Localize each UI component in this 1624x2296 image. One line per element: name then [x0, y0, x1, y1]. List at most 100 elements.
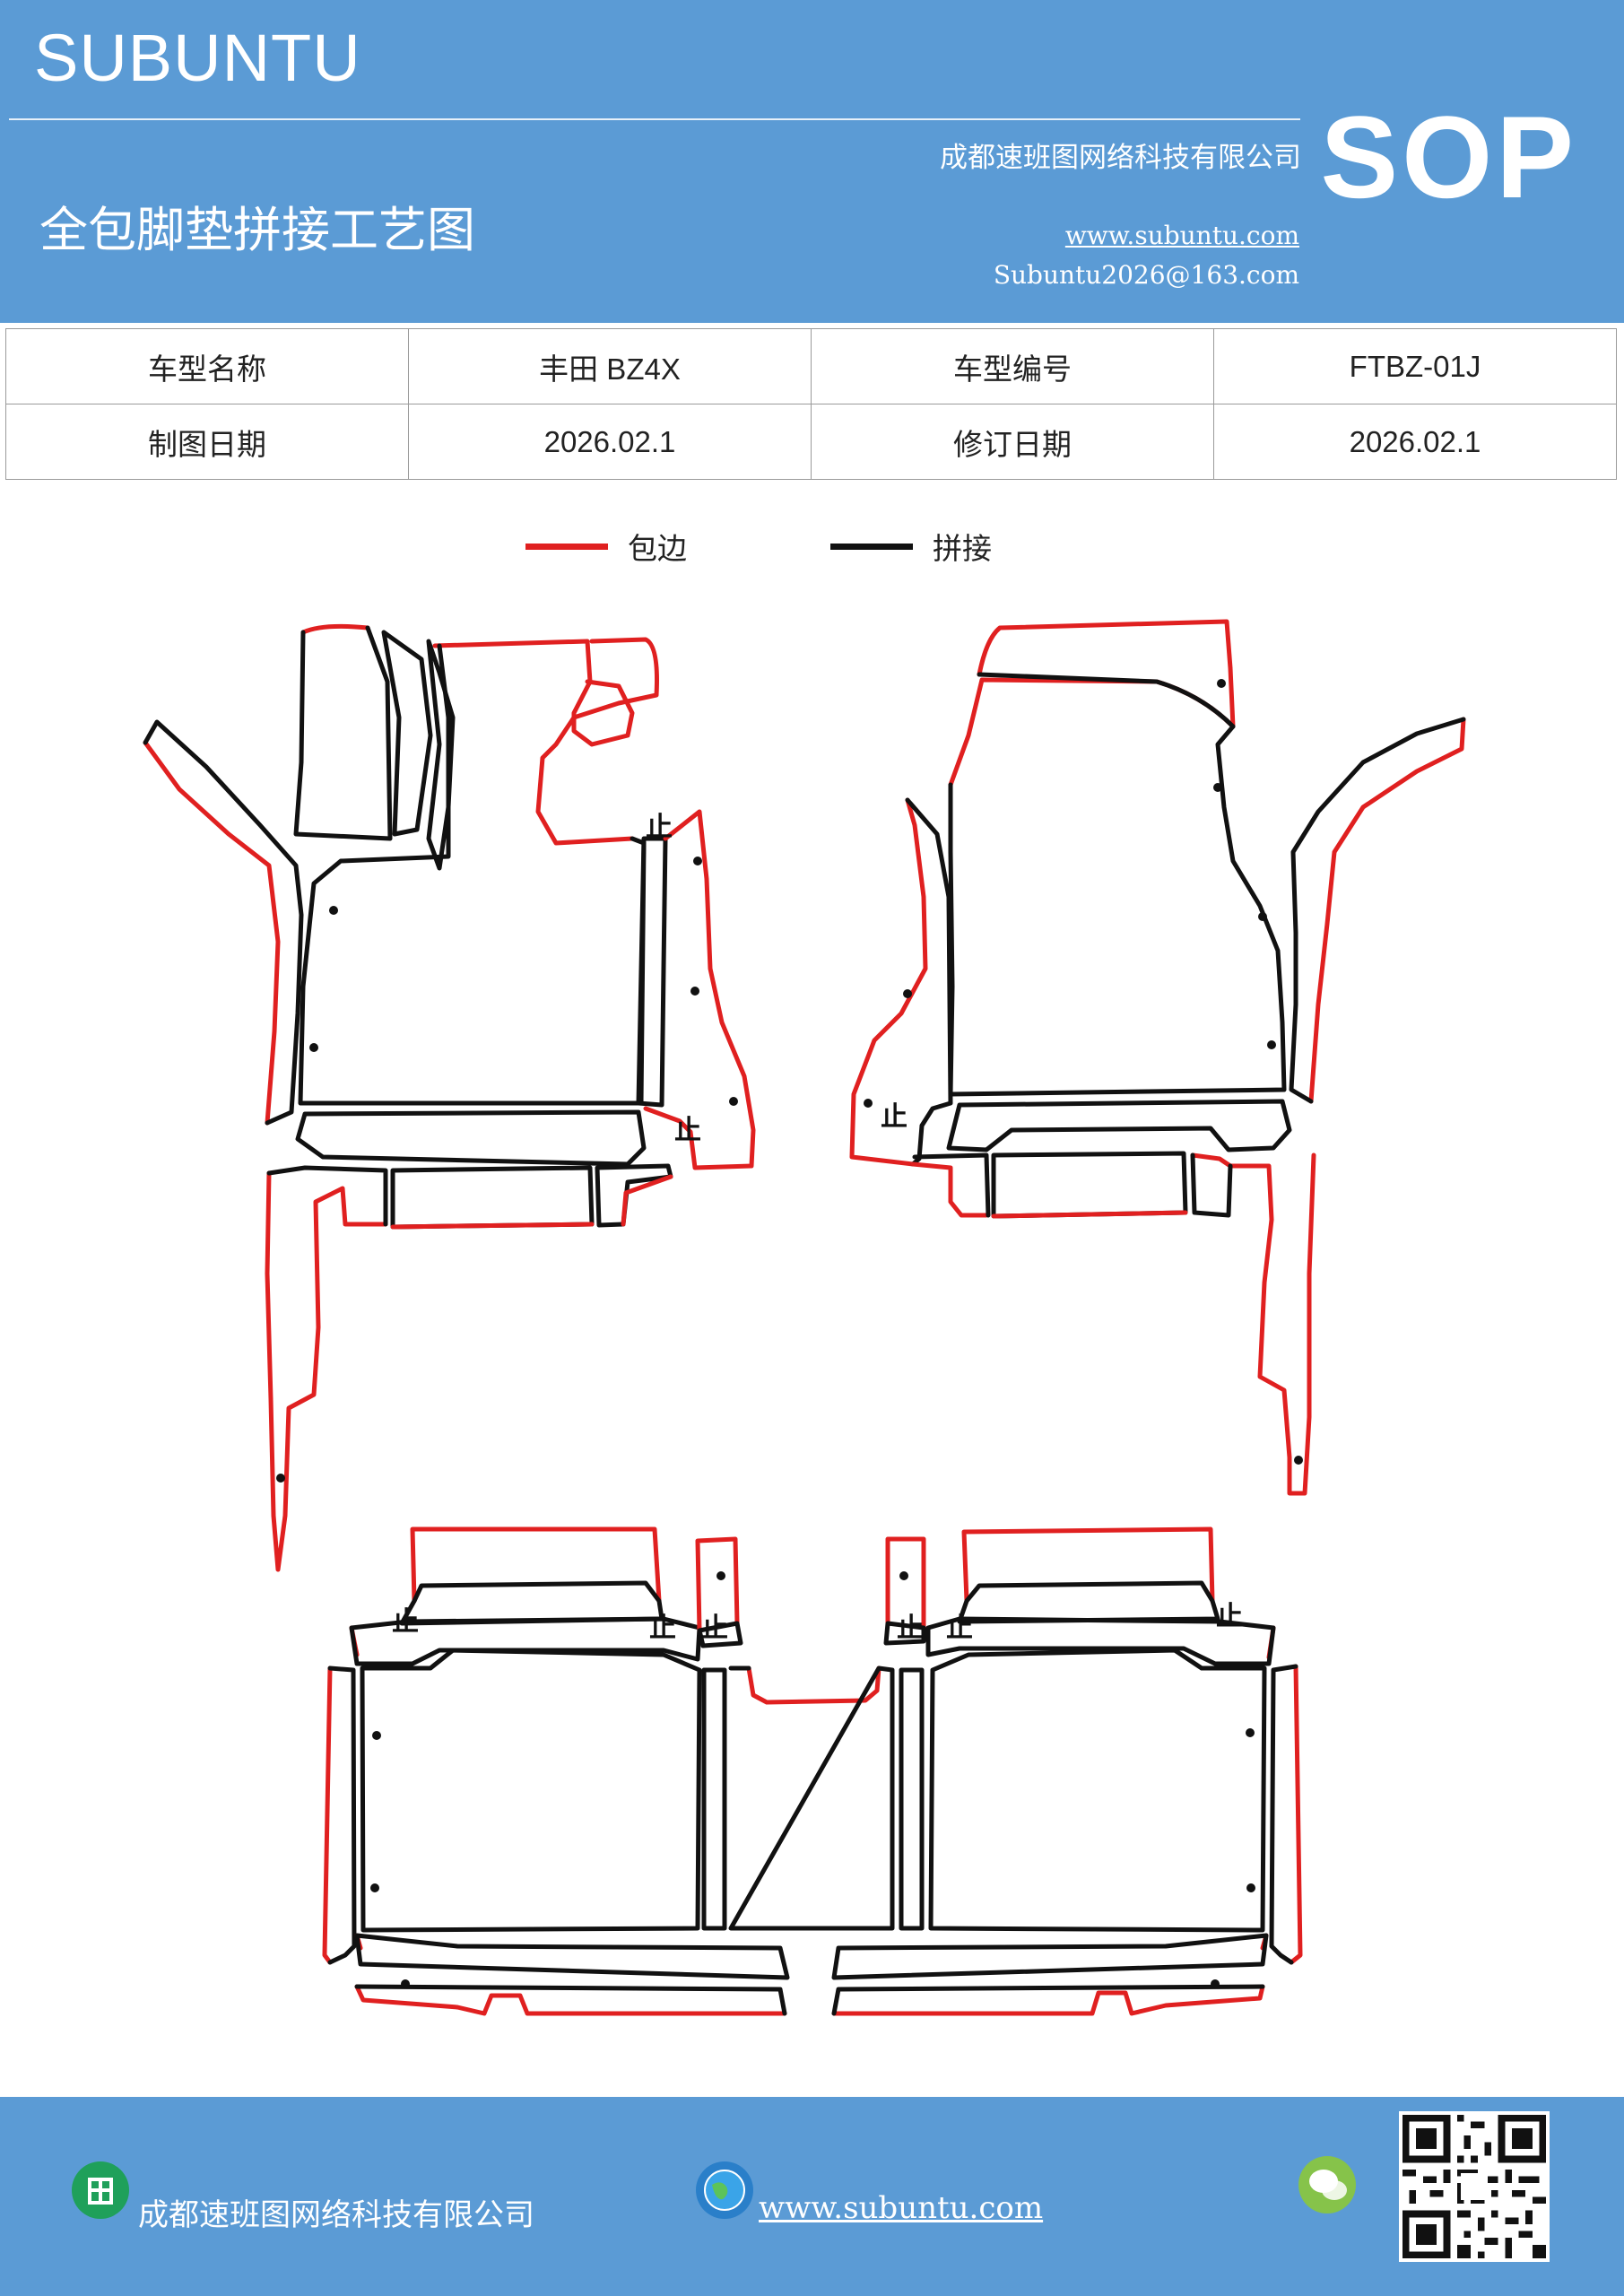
email-address: Subuntu2026@163.com [993, 260, 1299, 290]
model-name-label: 车型名称 [5, 328, 409, 404]
front-left-lower-mid-edge [390, 1222, 595, 1230]
fixing-dot [372, 1731, 381, 1740]
front-right-lower-mid-joint [991, 1151, 1188, 1219]
front-left-tall-panel-edge [300, 623, 370, 635]
wechat-icon [1298, 2156, 1356, 2213]
rear-left-outer-strip-edge [322, 1665, 333, 1965]
rear-right-footer-strip-joint [831, 1984, 1265, 2016]
rear-left-small-post-edge [695, 1536, 740, 1633]
globe-icon-glyph [704, 2170, 745, 2211]
website-link[interactable]: www.subuntu.com [1064, 221, 1299, 250]
front-left-main-mat-joint [298, 643, 647, 1106]
joint-label: 拼接 [933, 531, 992, 566]
joint-swatch [830, 543, 913, 550]
stop-mark: 止 [1216, 1601, 1243, 1632]
front-right-top-edge [948, 619, 1236, 787]
front-right-lower-mid-edge [991, 1210, 1188, 1219]
front-left-side-strip-joint [143, 719, 304, 1126]
wechat-icon-glyph [1309, 2170, 1347, 2200]
fixing-dot [1246, 1728, 1255, 1737]
stop-mark: 止 [646, 812, 673, 843]
front-right-tunnel-edge [849, 797, 928, 1167]
rear-center-hump-joint [728, 1665, 895, 1931]
rear-center-hump-edge [746, 1665, 881, 1705]
qr-code-pattern [1403, 2115, 1546, 2258]
rear-right-small-post-joint [883, 1621, 926, 1646]
front-left-side-strip-edge [143, 740, 281, 1126]
draw-date-value: 2026.02.1 [408, 404, 812, 480]
header-divider [9, 118, 1300, 120]
rear-right-cushion-divider-joint [899, 1667, 925, 1931]
fixing-dot [1217, 679, 1226, 688]
fixing-dot [1213, 783, 1222, 792]
footer-company-name: 成都速班图网络科技有限公司 [138, 2197, 534, 2233]
building-icon-glyph [88, 2178, 113, 2205]
qr-code [1399, 2111, 1550, 2262]
fixing-dot [276, 1474, 285, 1483]
vehicle-info-table: 车型名称 丰田 BZ4X 车型编号 FTBZ-01J 制图日期 2026.02.… [5, 328, 1617, 480]
front-left-lower-long-joint [266, 1165, 388, 1227]
rear-right-back-strip-joint [925, 1616, 1276, 1666]
revise-date-value: 2026.02.1 [1213, 404, 1617, 480]
front-left-lower-mid-joint [390, 1165, 595, 1230]
rear-right-headrest-edge [961, 1526, 1215, 1604]
table-row: 车型名称 丰田 BZ4X 车型编号 FTBZ-01J [5, 328, 1617, 404]
rear-right-small-post-edge [885, 1536, 926, 1631]
stop-mark: 止 [392, 1606, 419, 1638]
front-right-lower-long-joint [1190, 1152, 1233, 1218]
front-right-tunnel-joint [905, 797, 953, 1167]
front-left-tall-panel-joint [293, 625, 393, 841]
fixing-dot [729, 1097, 738, 1106]
company-name: 成都速班图网络科技有限公司 [940, 142, 1301, 174]
front-left-tunnel-strip-joint [636, 836, 668, 1108]
revise-date-label: 修订日期 [811, 404, 1214, 480]
fixing-dot [329, 906, 338, 915]
front-left-tunnel-edge [643, 809, 756, 1170]
stop-mark: 止 [674, 1115, 701, 1146]
document-title: 全包脚垫拼接工艺图 [39, 202, 475, 258]
edge-label: 包边 [628, 531, 687, 566]
fixing-dot [1267, 1040, 1276, 1049]
rear-left-footer-strip-joint [354, 1984, 787, 2016]
sop-label: SOP [1320, 91, 1577, 222]
front-left-hook-edge [535, 637, 659, 846]
front-right-top-cap-joint [977, 672, 1236, 729]
building-icon [72, 2161, 129, 2219]
front-right-lower-small-joint [912, 1152, 991, 1218]
fixing-dot [370, 1883, 379, 1892]
footer-website-link[interactable]: www.subuntu.com [759, 2190, 1044, 2226]
front-left-top-edge [432, 639, 635, 747]
draw-date-label: 制图日期 [5, 404, 409, 480]
fixing-dot [690, 987, 699, 996]
rear-right-cushion-joint [928, 1648, 1267, 1933]
fixing-dot [401, 1979, 410, 1988]
brand-logo-text: SUBUNTU [34, 21, 361, 95]
fixing-dot [899, 1571, 908, 1580]
rear-left-bottom-strip-joint [354, 1933, 790, 1980]
legend-joint: 拼接 [830, 524, 992, 569]
rear-left-headrest-edge [410, 1526, 662, 1604]
front-right-side-strip-joint [1289, 717, 1466, 1104]
globe-icon [696, 2161, 753, 2219]
front-right-heel-strip-joint [946, 1099, 1292, 1152]
rear-right-footer-strip-edge [831, 1984, 1265, 2016]
front-right-lower-long-edge [1190, 1152, 1316, 1496]
fixing-dot [309, 1043, 318, 1052]
fixing-dot [1211, 1979, 1220, 1988]
fixing-dot [716, 1571, 725, 1580]
model-code-label: 车型编号 [811, 328, 1214, 404]
rear-right-outer-strip-edge [1289, 1664, 1303, 1965]
rear-left-footer-strip-edge [354, 1984, 787, 2016]
stop-mark: 止 [881, 1101, 908, 1133]
front-left-lower-small-joint [595, 1163, 673, 1228]
stop-mark: 止 [649, 1613, 676, 1644]
front-left-narrow-panel-joint [381, 630, 433, 837]
edge-swatch [525, 543, 608, 550]
rear-left-cushion-divider-joint [701, 1667, 727, 1931]
legend-edge: 包边 [525, 524, 687, 569]
stop-mark: 止 [701, 1613, 728, 1644]
rear-left-small-post-joint [697, 1621, 743, 1648]
rear-left-back-strip-joint [349, 1616, 702, 1666]
front-left-lower-long-edge [265, 1170, 388, 1572]
front-right-main-mat-joint [948, 724, 1287, 1097]
